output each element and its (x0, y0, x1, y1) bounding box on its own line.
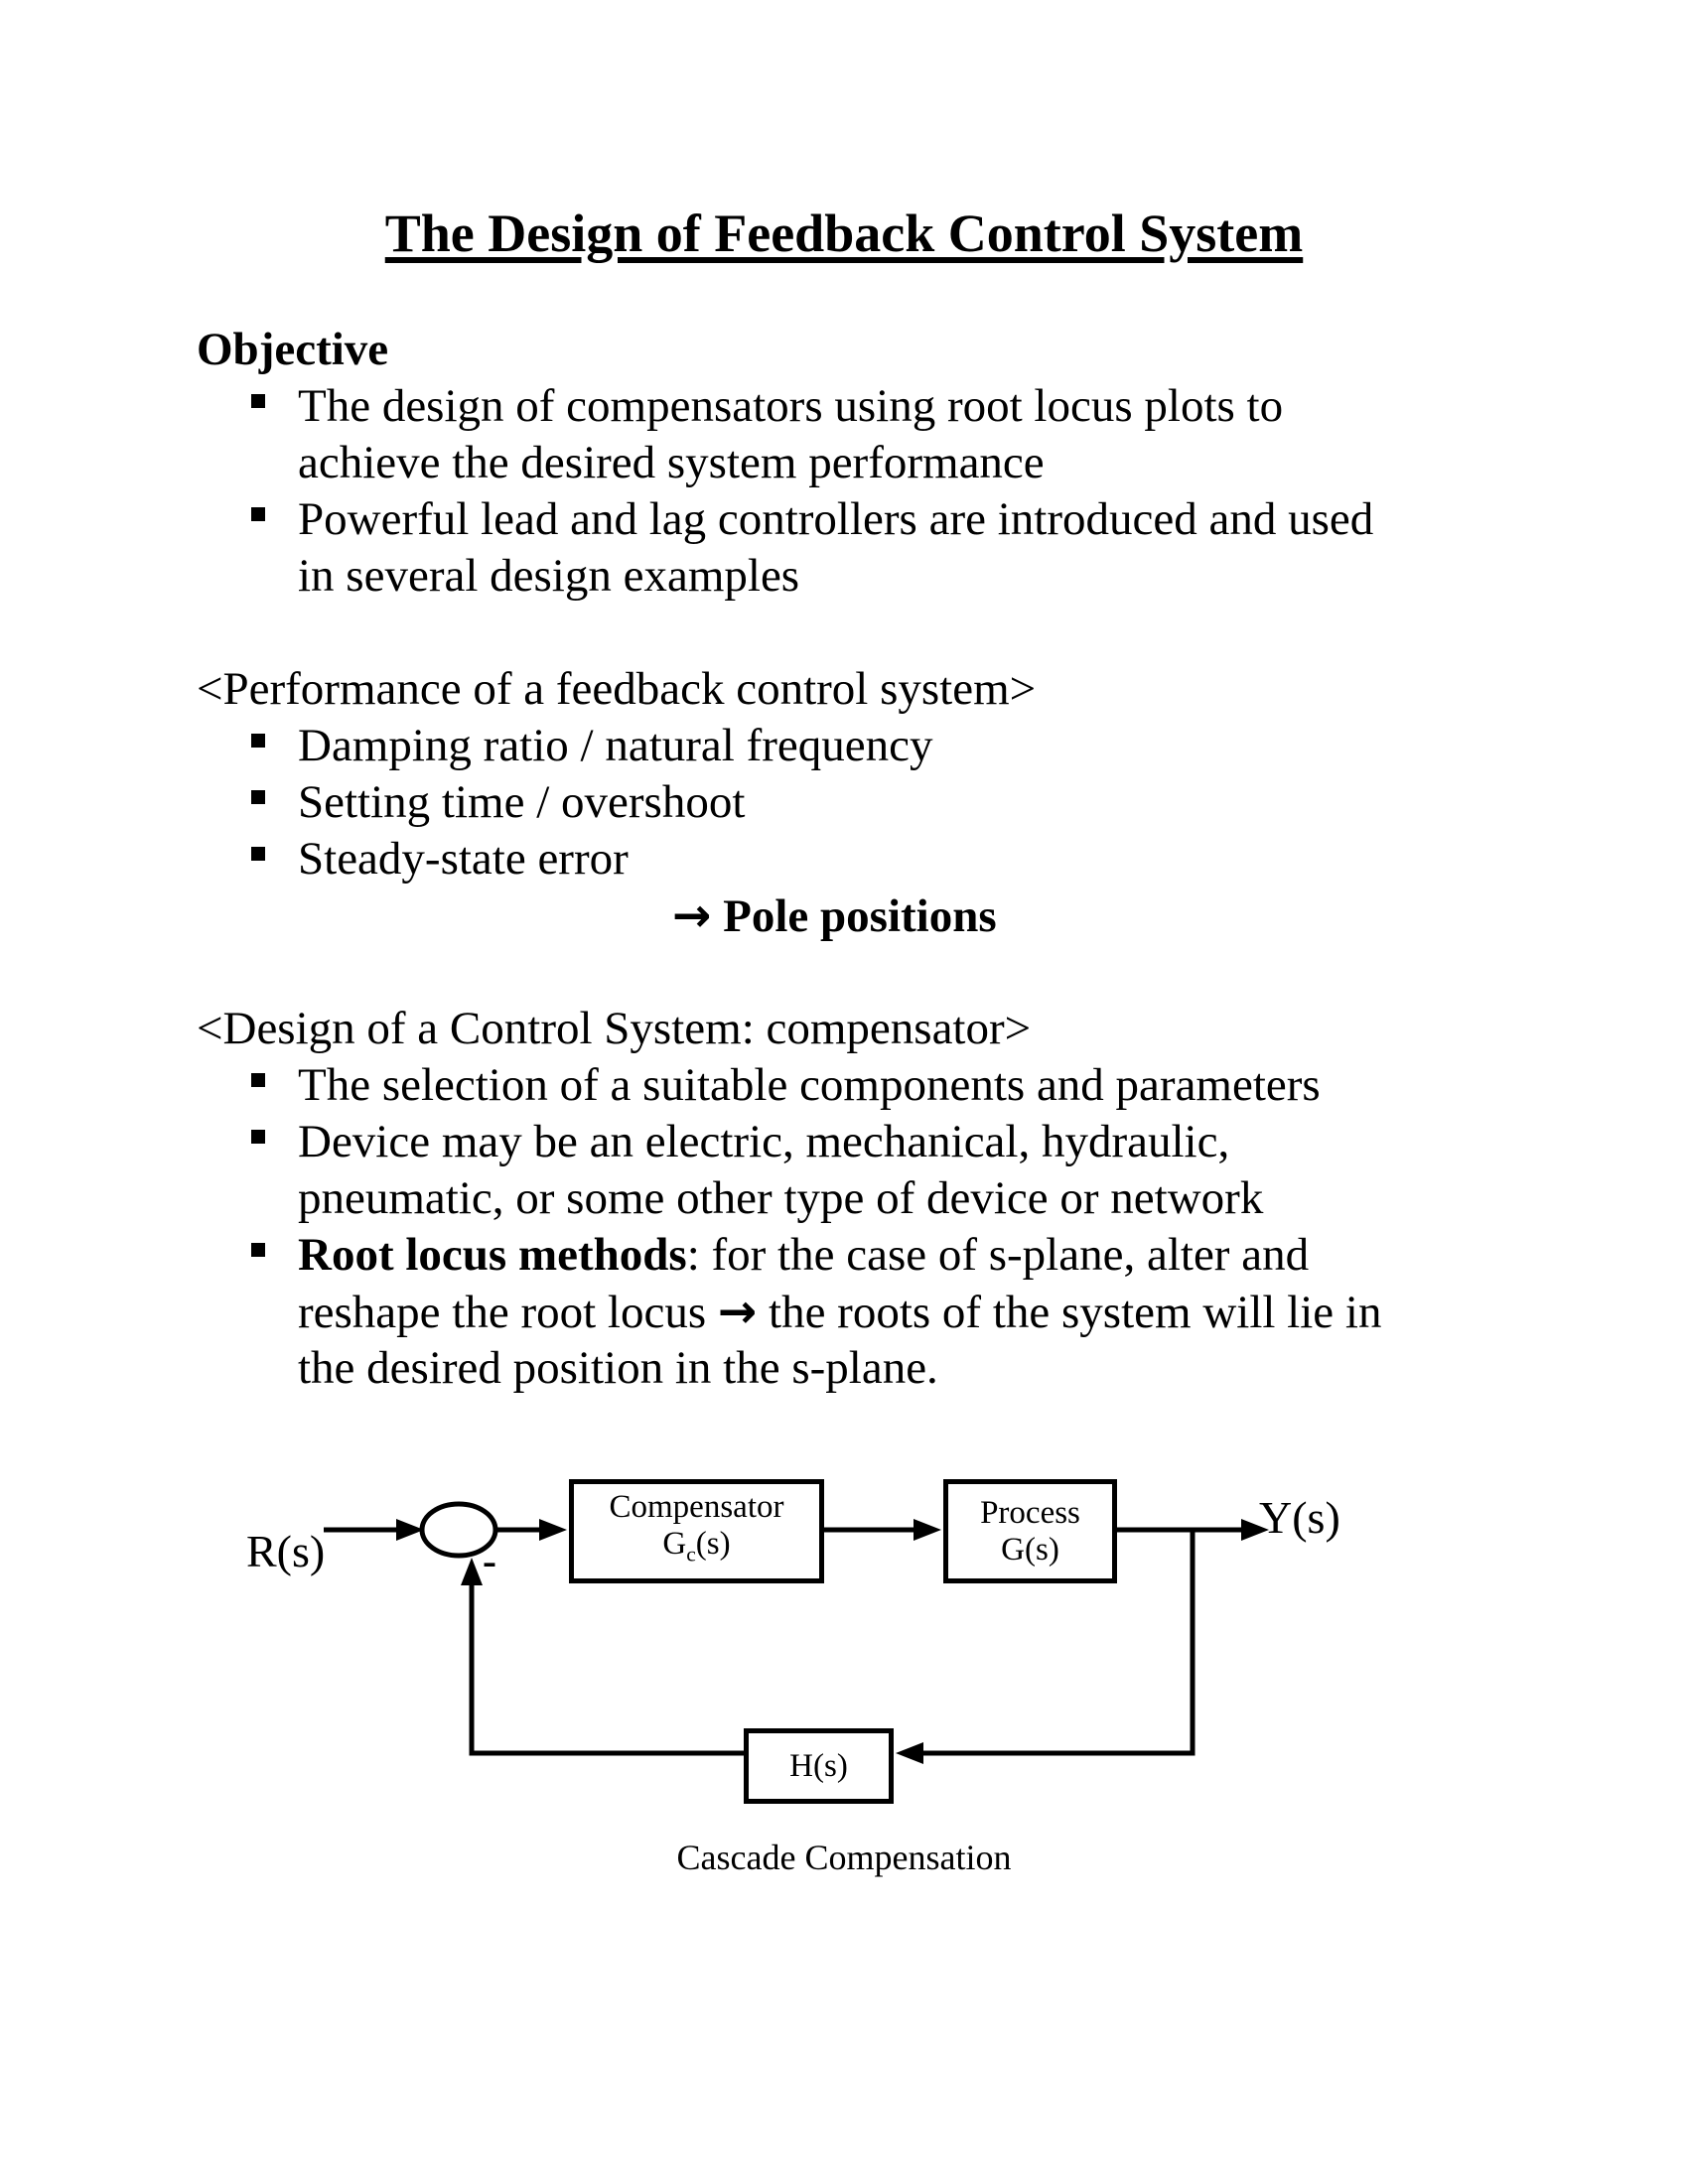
feedback-right-line (921, 1530, 1196, 1756)
compensator-label: Compensator (609, 1489, 784, 1526)
output-signal-label: Y(s) (1259, 1492, 1340, 1543)
bullet-square-icon (251, 734, 265, 748)
bullet-square-icon (251, 847, 265, 861)
body-text: Objective The design of compensators usi… (197, 322, 1381, 1397)
compensator-block: Compensator Gc(s) (569, 1479, 824, 1583)
right-arrow-icon: → (717, 1285, 758, 1339)
process-symbol: G(s) (1001, 1531, 1059, 1568)
minus-sign: - (483, 1539, 496, 1584)
feedback-block: H(s) (744, 1728, 894, 1804)
root-locus-bold-text: Root locus methods (298, 1229, 687, 1281)
pole-positions-line: → Pole positions (197, 887, 1381, 944)
bullet-square-icon (251, 1130, 265, 1144)
right-arrow-icon: → (672, 888, 712, 943)
design-heading: <Design of a Control System: compensator… (197, 1003, 1032, 1054)
compensator-symbol: Gc(s) (662, 1526, 731, 1567)
list-item-continuation: the desired position in the s-plane. (298, 1342, 938, 1394)
bullet-square-icon (251, 1073, 265, 1087)
pole-positions-text: Pole positions (723, 890, 997, 942)
bullet-square-icon (251, 790, 265, 804)
arrowhead-into-process-icon (914, 1519, 941, 1541)
list-item: Root locus methods: for the case of s-pl… (197, 1227, 1381, 1284)
arrowhead-into-feedback-icon (896, 1742, 923, 1764)
list-item: Powerful lead and lag controllers are in… (197, 491, 1381, 548)
feedback-left-line (469, 1583, 744, 1756)
diagram-caption-wrap: Cascade Compensation (0, 1835, 1688, 1880)
list-item: The selection of a suitable components a… (197, 1057, 1381, 1114)
list-item-continuation: in several design examples (298, 550, 800, 602)
list-item: Device may be an electric, mechanical, h… (197, 1114, 1381, 1170)
list-item: Steady-state error (197, 831, 1381, 887)
list-item: Damping ratio / natural frequency (197, 718, 1381, 774)
performance-heading: <Performance of a feedback control syste… (197, 663, 1037, 715)
list-item: Setting time / overshoot (197, 774, 1381, 831)
objective-heading: Objective (197, 324, 389, 375)
arrowhead-into-sum-icon (396, 1519, 424, 1541)
diagram-caption: Cascade Compensation (676, 1838, 1012, 1877)
list-item-continuation: reshape the root locus → the roots of th… (298, 1285, 1382, 1339)
arrowhead-into-compensator-icon (539, 1519, 567, 1541)
arrowhead-up-into-sum-icon (461, 1558, 483, 1585)
feedback-symbol: H(s) (789, 1747, 848, 1784)
list-item-continuation: achieve the desired system performance (298, 437, 1045, 488)
process-block: Process G(s) (943, 1479, 1117, 1583)
input-signal-label: R(s) (246, 1526, 326, 1576)
bullet-square-icon (251, 1243, 265, 1257)
page-title: The Design of Feedback Control System (384, 204, 1304, 263)
list-item: The design of compensators using root lo… (197, 378, 1381, 435)
process-label: Process (980, 1494, 1080, 1531)
bullet-square-icon (251, 507, 265, 521)
arrowhead-output-icon (1241, 1519, 1269, 1541)
bullet-square-icon (251, 394, 265, 408)
list-item-continuation: pneumatic, or some other type of device … (298, 1172, 1264, 1224)
